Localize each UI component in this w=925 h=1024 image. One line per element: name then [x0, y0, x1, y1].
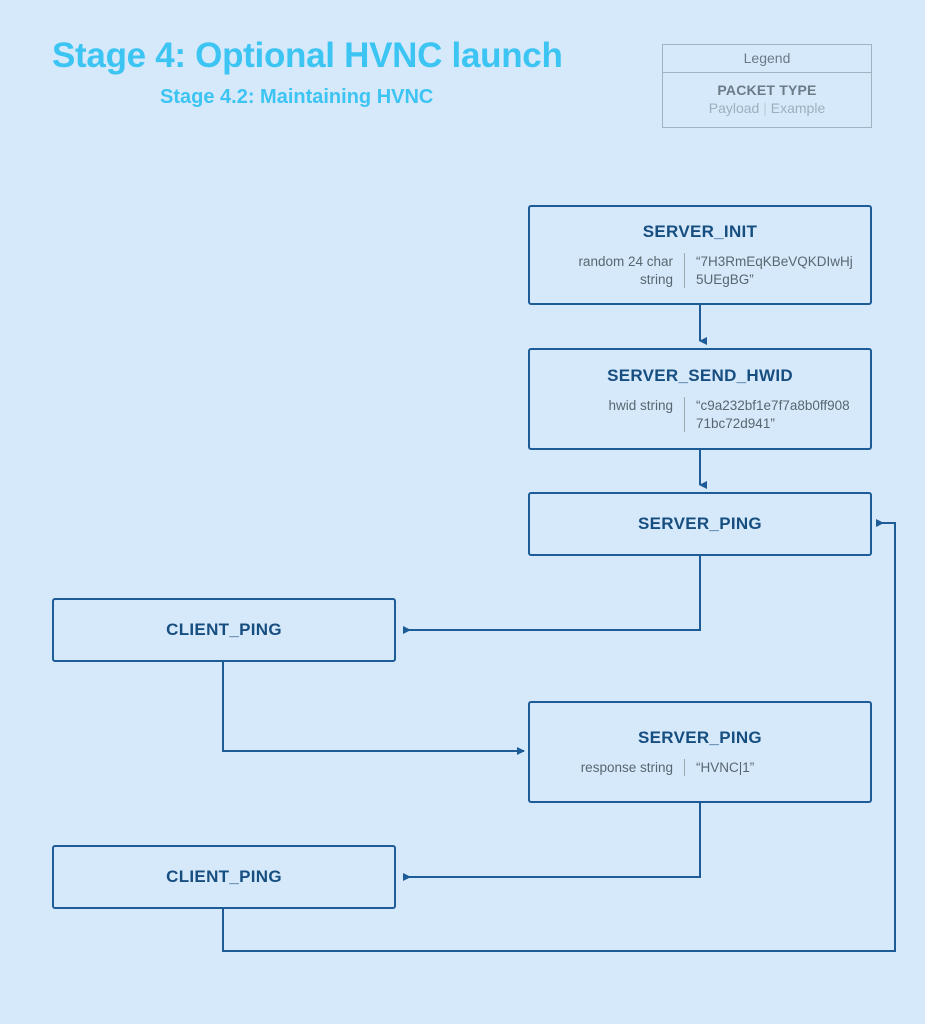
node-payload-row: response string “HVNC|1”	[530, 758, 870, 777]
node-server-init[interactable]: SERVER_INIT random 24 char string “7H3Rm…	[528, 205, 872, 305]
legend: Legend PACKET TYPE Payload | Example	[662, 44, 872, 128]
node-title: CLIENT_PING	[166, 620, 282, 639]
payload-divider	[684, 253, 685, 288]
node-server-send-hwid[interactable]: SERVER_SEND_HWID hwid string “c9a232bf1e…	[528, 348, 872, 450]
payload-divider	[684, 758, 685, 777]
node-title: SERVER_SEND_HWID	[607, 366, 793, 386]
node-payload-row: hwid string “c9a232bf1e7f7a8b0ff90871bc7…	[530, 397, 870, 432]
legend-payload-label: Payload	[708, 100, 760, 116]
node-title: CLIENT_PING	[166, 867, 282, 886]
legend-separator: |	[763, 100, 767, 116]
edge-server-ping-2-to-client-ping-2	[403, 803, 701, 881]
node-server-ping-2[interactable]: SERVER_PING response string “HVNC|1”	[528, 701, 872, 803]
payload-divider	[684, 397, 685, 432]
edge-server-ping-1-to-client-ping-1	[403, 556, 701, 634]
page-title: Stage 4: Optional HVNC launch	[52, 36, 563, 75]
payload-label: response string	[580, 759, 673, 775]
legend-header-label: Legend	[663, 45, 871, 73]
node-client-ping-1[interactable]: CLIENT_PING	[52, 598, 396, 662]
edge-client-ping-2-to-server-ping-1	[222, 519, 896, 952]
legend-packet-type-label: PACKET TYPE	[717, 82, 817, 98]
node-title: SERVER_PING	[638, 514, 762, 533]
legend-payload-row: Payload | Example	[663, 100, 871, 116]
edge-client-ping-1-to-server-ping-2	[222, 662, 525, 755]
node-client-ping-2[interactable]: CLIENT_PING	[52, 845, 396, 909]
payload-label: hwid string	[608, 398, 673, 414]
payload-example: “7H3RmEqKBeVQKDIwHj5UEgBG”	[696, 254, 853, 287]
node-server-ping-1[interactable]: SERVER_PING	[528, 492, 872, 556]
page-subtitle: Stage 4.2: Maintaining HVNC	[160, 86, 434, 108]
legend-body: PACKET TYPE Payload | Example	[663, 73, 871, 127]
node-title: SERVER_PING	[638, 727, 762, 747]
node-payload-row: random 24 char string “7H3RmEqKBeVQKDIwH…	[530, 253, 870, 288]
legend-example-label: Example	[770, 100, 826, 116]
payload-example: “c9a232bf1e7f7a8b0ff90871bc72d941”	[696, 398, 850, 431]
payload-example: “HVNC|1”	[696, 759, 755, 775]
node-title: SERVER_INIT	[642, 222, 758, 242]
payload-label: random 24 char string	[578, 254, 673, 287]
